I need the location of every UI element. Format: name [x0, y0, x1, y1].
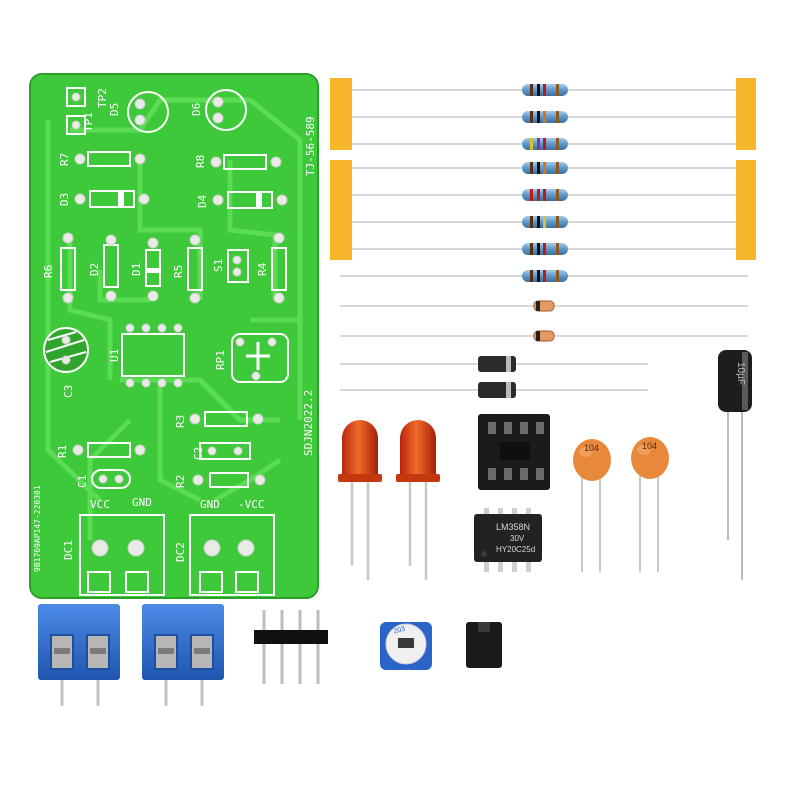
dc2-footprint	[189, 514, 275, 596]
glass-diode-1	[533, 300, 555, 312]
r1-footprint	[87, 442, 131, 458]
board-revision: SDJN2022.2	[302, 390, 315, 456]
tp2-label: TP2	[96, 88, 109, 108]
vcc-label-left: VCC	[90, 498, 110, 511]
r6-footprint	[60, 247, 76, 291]
gnd-label-right: GND	[200, 498, 220, 511]
electrolytic-capacitor: 10µF	[718, 350, 752, 580]
r1-label: R1	[56, 445, 69, 458]
resistor-1	[522, 84, 568, 96]
chip-marking-line1: LM358N	[496, 522, 530, 532]
u1-footprint	[121, 333, 185, 377]
c1-footprint	[91, 469, 131, 489]
batch-code: 9B1769AP147-220301	[33, 485, 42, 572]
r5-footprint	[187, 247, 203, 291]
screw-terminal-1	[38, 604, 120, 706]
dip8-ic-socket	[478, 414, 550, 490]
resistor-5	[522, 189, 568, 201]
resistor-tape	[330, 78, 756, 277]
red-led-1	[338, 420, 382, 580]
trimpot-code: 203	[393, 626, 406, 636]
r3-footprint	[204, 411, 248, 427]
d5-label: D5	[108, 103, 121, 116]
rp1-label: RP1	[214, 350, 227, 370]
ceramic-capacitor-1: 104	[573, 439, 611, 572]
r2-label: R2	[174, 475, 187, 488]
u1-label: U1	[108, 349, 121, 362]
chip-marking-line3: HY20C25d	[496, 545, 535, 554]
board-id: TJ-56-589	[304, 116, 317, 176]
tp1-label: TP1	[82, 112, 95, 132]
dc2-label: DC2	[174, 542, 187, 562]
led-d5-footprint	[127, 91, 169, 133]
d2-label: D2	[88, 263, 101, 276]
d4-label: D4	[196, 194, 209, 208]
gnd-label-left: GND	[132, 496, 152, 509]
r6-label: R6	[42, 265, 55, 278]
screw-terminal-2	[142, 604, 224, 706]
op-amp-ic: LM358N 30V HY20C25d	[474, 508, 542, 572]
test-point-tp2	[66, 115, 86, 135]
r8-footprint	[223, 154, 267, 170]
d4-footprint	[227, 191, 273, 209]
c3-label: C3	[62, 385, 75, 398]
jumper-cap	[466, 622, 502, 668]
trimmer-potentiometer: 203	[380, 622, 432, 670]
c2-footprint	[199, 442, 251, 460]
glass-diode-2	[533, 330, 555, 342]
r5-label: R5	[172, 265, 185, 278]
rp1-footprint	[231, 333, 289, 383]
resistor-row	[522, 84, 568, 282]
c1-label: C1	[76, 475, 89, 488]
dc1-label: DC1	[62, 540, 75, 560]
resistor-3	[522, 138, 568, 150]
resistor-8	[522, 270, 568, 282]
r7-label: R7	[58, 153, 71, 166]
s1-label: S1	[212, 259, 225, 272]
rectifier-diode-2	[478, 382, 516, 398]
c2-label: C2	[192, 447, 205, 460]
r4-label: R4	[256, 262, 269, 276]
r3-label: R3	[174, 415, 187, 428]
ceramic-code-1: 104	[584, 443, 599, 453]
dc1-footprint	[79, 514, 165, 596]
r4-footprint	[271, 247, 287, 291]
c3-footprint	[43, 327, 89, 373]
pcb-board: TP1 TP2 D5 D6 R7 R8 D3 D4 R6 D2 D1 R5 S1…	[29, 73, 319, 599]
red-led-2	[396, 420, 440, 580]
chip-marking-line2: 30V	[510, 534, 525, 543]
s1-footprint	[227, 249, 249, 283]
led-d6-footprint	[205, 89, 247, 131]
d3-label: D3	[58, 193, 71, 206]
r8-label: R8	[194, 155, 207, 168]
ceramic-code-2: 104	[642, 441, 657, 451]
d6-label: D6	[190, 103, 203, 116]
r2-footprint	[209, 472, 249, 488]
pin-header-4pin	[254, 610, 328, 684]
test-point-tp1	[66, 87, 86, 107]
electrolytic-marking: 10µF	[735, 362, 746, 385]
d1-label: D1	[130, 263, 143, 276]
resistor-2	[522, 111, 568, 123]
r7-footprint	[87, 151, 131, 167]
rectifier-diode-1	[478, 356, 516, 372]
d3-footprint	[89, 190, 135, 208]
resistor-4	[522, 162, 568, 174]
vcc-label-right: -VCC	[238, 498, 265, 511]
resistor-7	[522, 243, 568, 255]
ceramic-capacitor-2: 104	[631, 437, 669, 572]
resistor-6	[522, 216, 568, 228]
